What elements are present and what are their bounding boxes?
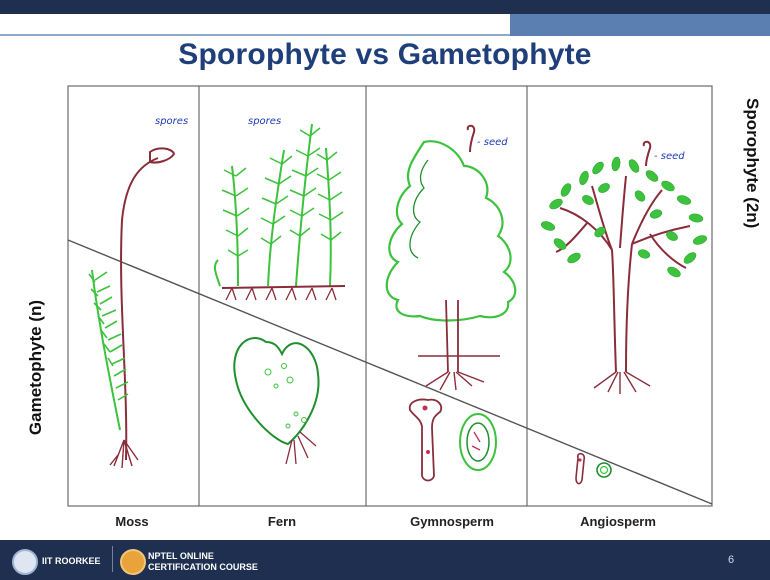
page-number: 6 xyxy=(728,554,734,566)
fern-drawing xyxy=(215,124,345,464)
gametophyte-axis-label: Gametophyte (n) xyxy=(26,300,46,435)
footer-institute: IIT ROORKEE xyxy=(42,556,101,566)
nptel-logo-icon xyxy=(120,549,146,575)
sporophyte-axis-label: Sporophyte (2n) xyxy=(742,98,762,228)
angiosperm-drawing xyxy=(540,142,708,484)
column-label-fern: Fern xyxy=(222,514,342,529)
footer-course-line2: CERTIFICATION COURSE xyxy=(148,562,258,572)
angiosperm-seed-annotation: - seed xyxy=(654,151,685,162)
footer-course-line1: NPTEL ONLINE xyxy=(148,551,214,561)
column-label-moss: Moss xyxy=(72,514,192,529)
column-label-angiosperm: Angiosperm xyxy=(558,514,678,529)
iit-roorkee-logo-icon xyxy=(12,549,38,575)
gymnosperm-drawing xyxy=(387,126,516,481)
moss-spores-annotation: spores xyxy=(155,116,188,127)
moss-drawing xyxy=(89,148,174,468)
gymnosperm-seed-annotation: - seed xyxy=(477,137,508,148)
footer-bar xyxy=(0,540,770,580)
footer-divider xyxy=(112,546,113,572)
fern-spores-annotation: spores xyxy=(248,116,281,127)
column-label-gymnosperm: Gymnosperm xyxy=(392,514,512,529)
